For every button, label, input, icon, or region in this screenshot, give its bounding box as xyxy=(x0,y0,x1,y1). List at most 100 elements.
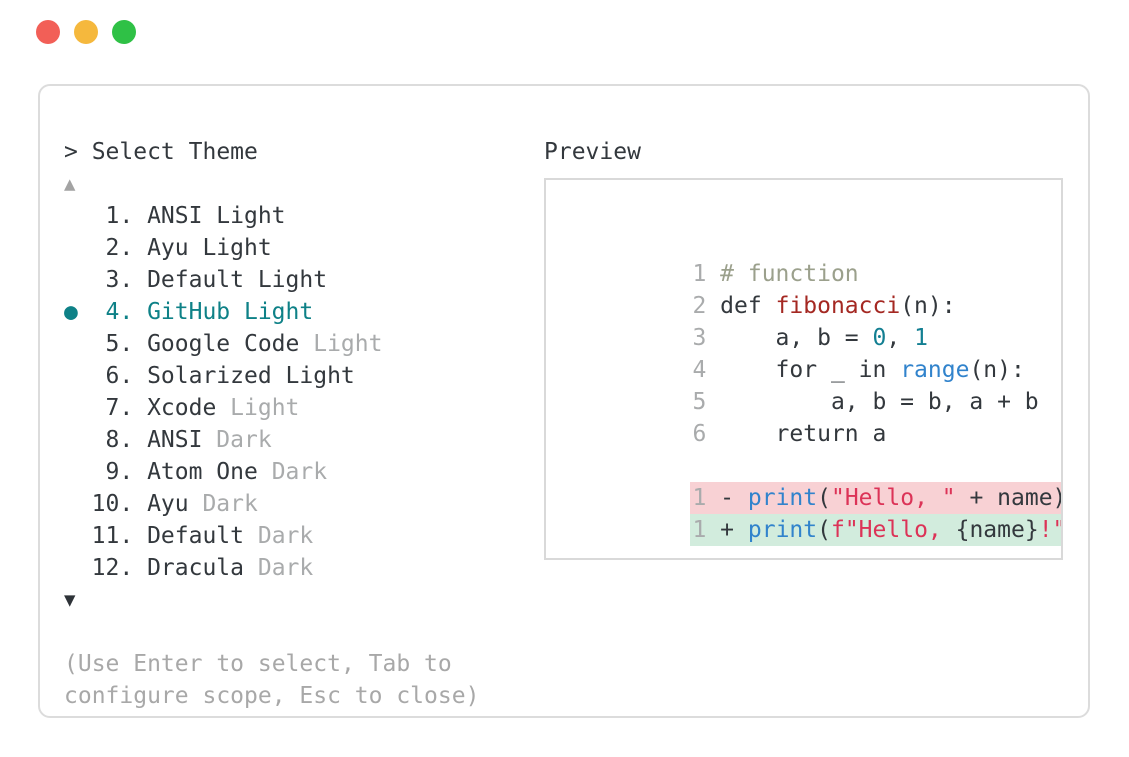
window-traffic-lights xyxy=(36,20,136,44)
theme-option-number: 2. xyxy=(105,235,134,261)
minimize-window-button[interactable] xyxy=(74,20,98,44)
code-token-plain: + xyxy=(720,517,748,543)
code-token-builtin: print xyxy=(747,517,818,543)
code-preview-box: 1 # function 2 def fibonacci(n): 3 a, b = … xyxy=(544,178,1063,560)
code-token-plain: for _ in xyxy=(720,357,901,383)
theme-option-variant: Light xyxy=(313,331,383,357)
selected-bullet-icon xyxy=(64,200,78,232)
theme-option-number: 12. xyxy=(91,555,134,581)
code-text: for _ in range(n): xyxy=(720,357,1025,383)
code-text: + print(f"Hello, {name}!") xyxy=(720,517,1061,543)
theme-list-panel: > Select Theme ▲ 1. ANSI Light 2. Ayu Li… xyxy=(64,136,524,709)
theme-option-name: Ayu Light xyxy=(147,235,272,261)
code-token-plain: ( xyxy=(817,517,831,543)
code-token-plain: a, b = b, a + b xyxy=(720,389,1039,415)
code-token-plain: a, b = xyxy=(720,325,873,351)
scroll-down-indicator-icon[interactable]: ▼ xyxy=(64,589,76,611)
theme-option-number: 10. xyxy=(91,491,134,517)
theme-option-row[interactable]: 10. Ayu Dark xyxy=(64,488,524,520)
theme-option-row[interactable]: 5. Google Code Light xyxy=(64,328,524,360)
theme-option-name: Ayu xyxy=(147,491,189,517)
code-token-builtin: print xyxy=(747,485,818,511)
theme-option-row[interactable]: 11. Default Dark xyxy=(64,520,524,552)
theme-option-name: ANSI xyxy=(147,427,203,453)
theme-option-row[interactable]: 2. Ayu Light xyxy=(64,232,524,264)
code-token-plain: + name) xyxy=(955,485,1063,511)
theme-option-variant: Dark xyxy=(257,555,314,581)
code-token-plain: - xyxy=(720,485,748,511)
code-token-string: "Hello, " xyxy=(830,485,956,511)
code-token-plain: return a xyxy=(720,421,887,447)
theme-option-row[interactable]: ● 4. GitHub Light xyxy=(64,296,524,328)
selected-bullet-icon xyxy=(64,520,78,552)
theme-option-row[interactable]: 7. Xcode Light xyxy=(64,392,524,424)
code-text: a, b = 0, 1 xyxy=(720,325,928,351)
code-line: 3 a, b = 0, 1 xyxy=(552,290,1053,351)
preview-panel: Preview 1 # function 2 def fibonacci(n): 3… xyxy=(544,136,1065,560)
theme-option-row[interactable]: 1. ANSI Light xyxy=(64,200,524,232)
theme-option-name: Atom One xyxy=(147,459,258,485)
code-line-content: 5 a, b = b, a + b xyxy=(690,386,1046,418)
close-window-button[interactable] xyxy=(36,20,60,44)
code-token-plain: , xyxy=(886,325,915,351)
code-line-content: 1 # function xyxy=(690,258,866,290)
code-line-content: 4 for _ in range(n): xyxy=(690,354,1032,386)
code-text: def fibonacci(n): xyxy=(720,293,955,319)
line-number: 4 xyxy=(692,357,707,383)
code-line-content: 1 + print(f"Hello, {name}!") xyxy=(690,514,1061,546)
selected-bullet-icon xyxy=(64,232,78,264)
selected-bullet-icon: ● xyxy=(64,299,78,325)
theme-option-name: GitHub Light xyxy=(147,299,314,325)
keyboard-help-text: (Use Enter to select, Tab to configure s… xyxy=(64,651,480,709)
theme-list: 1. ANSI Light 2. Ayu Light 3. Default Li… xyxy=(64,200,524,584)
selected-bullet-icon xyxy=(64,456,78,488)
theme-option-number: 11. xyxy=(91,523,134,549)
theme-option-number: 7. xyxy=(105,395,134,421)
code-text: a, b = b, a + b xyxy=(720,389,1039,415)
code-line: 6 return a xyxy=(552,386,1053,447)
line-number: 6 xyxy=(692,421,707,447)
selected-bullet-icon xyxy=(64,424,78,456)
code-token-plain: (n): xyxy=(900,293,956,319)
line-number: 1 xyxy=(692,261,707,287)
selected-bullet-icon xyxy=(64,360,78,392)
theme-option-number: 8. xyxy=(105,427,134,453)
line-number: 2 xyxy=(692,293,707,319)
code-token-number: 0 xyxy=(872,325,887,351)
theme-option-number: 3. xyxy=(105,267,134,293)
code-text: - print("Hello, " + name) xyxy=(720,485,1063,511)
code-line: 1- print("Hello, " + name) xyxy=(552,450,1061,514)
theme-option-row[interactable]: 6. Solarized Light xyxy=(64,360,524,392)
scroll-up-indicator-icon[interactable]: ▲ xyxy=(64,173,76,195)
code-line: 1 # function xyxy=(552,226,1053,287)
zoom-window-button[interactable] xyxy=(112,20,136,44)
code-line-content: 6 return a xyxy=(690,418,894,450)
code-token-plain: {name} xyxy=(955,517,1039,543)
theme-option-row[interactable]: 3. Default Light xyxy=(64,264,524,296)
line-number: 1 xyxy=(692,517,707,543)
theme-option-number: 9. xyxy=(105,459,134,485)
theme-option-row[interactable]: 8. ANSI Dark xyxy=(64,424,524,456)
theme-option-name: Solarized Light xyxy=(147,363,355,389)
theme-option-variant: Dark xyxy=(257,523,314,549)
code-token-comment: # function xyxy=(720,261,859,287)
theme-option-number: 4. xyxy=(105,299,134,325)
theme-option-name: Default Light xyxy=(147,267,328,293)
code-token-plain: ( xyxy=(817,485,831,511)
selected-bullet-icon xyxy=(64,552,78,584)
code-token-number: 1 xyxy=(914,325,928,351)
preview-title: Preview xyxy=(544,139,641,165)
theme-picker-window: > Select Theme ▲ 1. ANSI Light 2. Ayu Li… xyxy=(38,84,1090,718)
theme-option-variant: Dark xyxy=(202,491,258,517)
selected-bullet-icon xyxy=(64,488,78,520)
theme-option-row[interactable]: 12. Dracula Dark xyxy=(64,552,524,584)
code-line-content: 1- print("Hello, " + name) xyxy=(690,482,1063,514)
selected-bullet-icon xyxy=(64,264,78,296)
theme-option-row[interactable]: 9. Atom One Dark xyxy=(64,456,524,488)
code-line-content: 2 def fibonacci(n): xyxy=(690,290,963,322)
theme-option-name: Xcode xyxy=(147,395,217,421)
code-token-string: f"Hello, xyxy=(830,517,956,543)
line-number: 1 xyxy=(692,485,707,511)
theme-option-name: ANSI Light xyxy=(147,203,286,229)
code-token-func-def: fibonacci xyxy=(775,293,901,319)
